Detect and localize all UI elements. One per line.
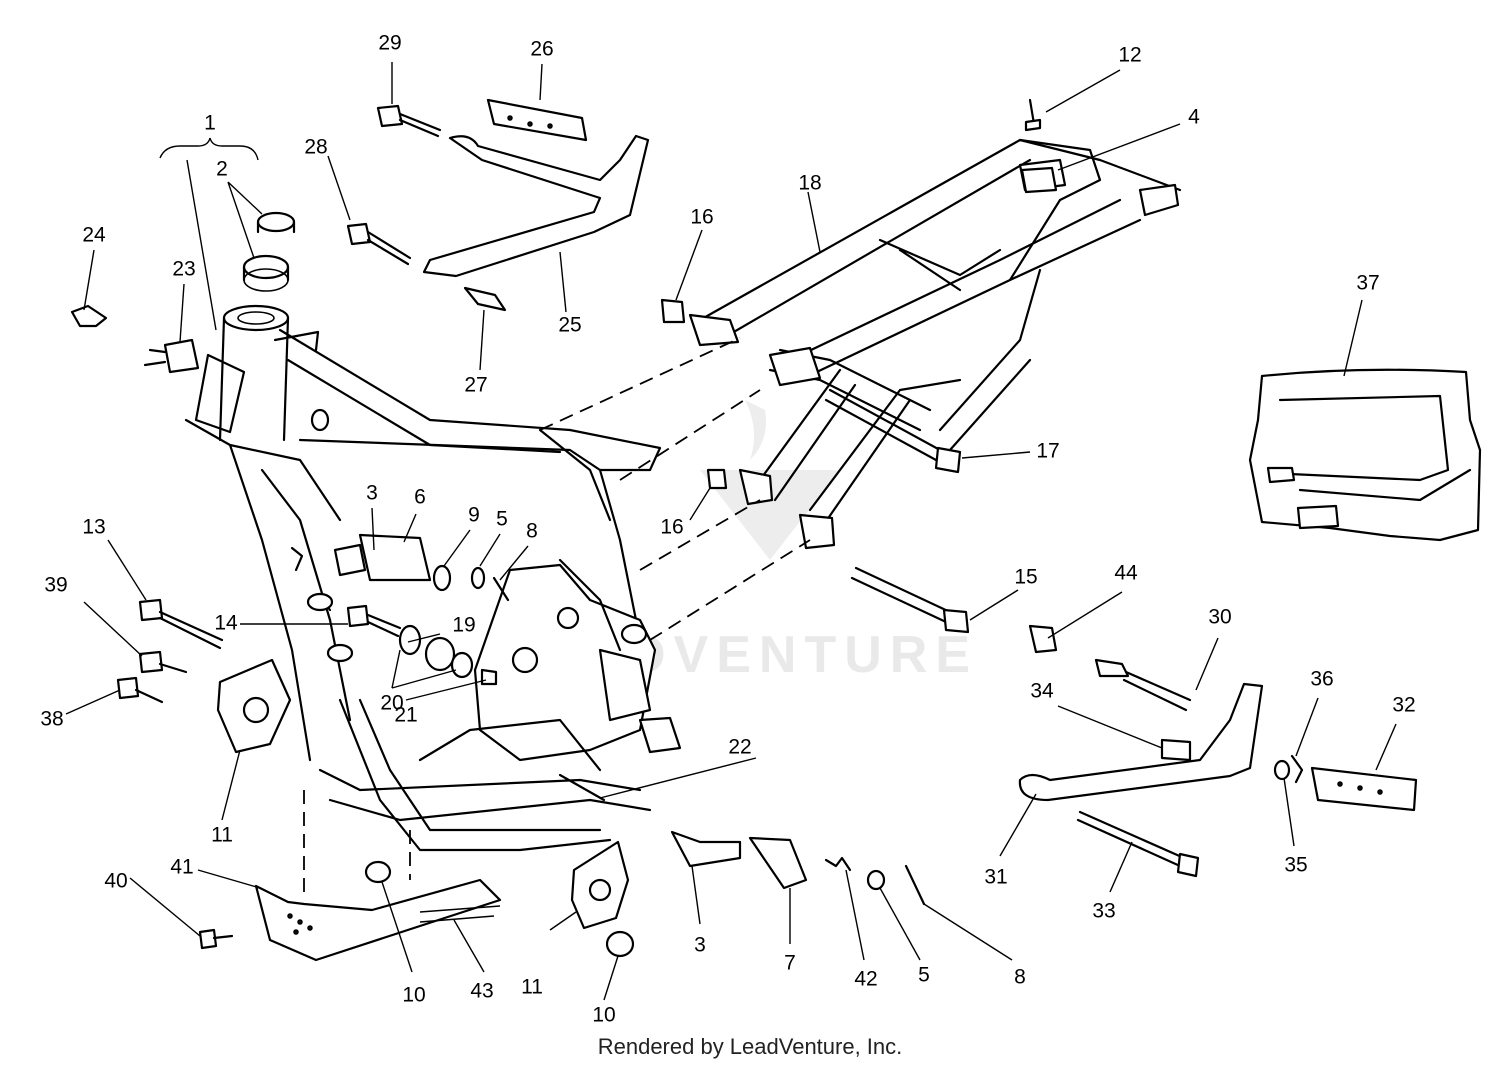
- callout-19: 19: [452, 614, 475, 637]
- callout-4: 4: [1188, 106, 1200, 129]
- callout-30: 30: [1208, 606, 1231, 629]
- callout-14: 14: [214, 612, 238, 635]
- callout-20: 20: [380, 692, 403, 715]
- callouts: 1 2 3 3 4 5 5 6 7 8 8 9 10 10 11 11 12 1…: [40, 32, 1415, 1027]
- callout-7: 7: [784, 952, 796, 975]
- subframe: [688, 138, 1182, 550]
- callout-35: 35: [1284, 854, 1307, 877]
- callout-25: 25: [558, 314, 581, 337]
- callout-3: 3: [366, 482, 378, 505]
- callout-38: 38: [40, 708, 63, 731]
- callout-16: 16: [690, 206, 713, 229]
- callout-42: 42: [854, 968, 877, 991]
- callout-10-lower: 10: [592, 1004, 615, 1027]
- callout-12: 12: [1118, 44, 1141, 67]
- callout-23: 23: [172, 258, 195, 281]
- inset-view-37: [1248, 368, 1482, 542]
- leader-lines: [65, 62, 1397, 1001]
- callout-27: 27: [464, 374, 487, 397]
- callout-16-lower: 16: [660, 516, 683, 539]
- callout-3-lower: 3: [694, 934, 706, 957]
- callout-28: 28: [304, 136, 327, 159]
- callout-2: 2: [216, 158, 228, 181]
- callout-32: 32: [1392, 694, 1415, 717]
- callout-5: 5: [496, 508, 508, 531]
- callout-31: 31: [984, 866, 1007, 889]
- callout-43: 43: [470, 980, 493, 1003]
- callout-41: 41: [170, 856, 193, 879]
- footer-credit: Rendered by LeadVenture, Inc.: [597, 1034, 903, 1059]
- callout-21: 21: [394, 704, 417, 727]
- callout-11: 11: [211, 824, 233, 847]
- callout-29: 29: [378, 32, 401, 55]
- callout-15: 15: [1014, 566, 1037, 589]
- hardware: [70, 98, 1418, 962]
- callout-22: 22: [728, 736, 751, 759]
- callout-18: 18: [798, 172, 821, 195]
- callout-36: 36: [1310, 668, 1333, 691]
- callout-44: 44: [1114, 562, 1138, 585]
- callout-17: 17: [1036, 440, 1059, 463]
- callout-39: 39: [44, 574, 67, 597]
- callout-5-lower: 5: [918, 964, 930, 987]
- callout-8: 8: [526, 520, 538, 543]
- callout-6: 6: [414, 486, 426, 509]
- callout-37: 37: [1356, 272, 1379, 295]
- callout-1: 1: [204, 112, 216, 135]
- main-frame: [184, 304, 682, 852]
- callout-13: 13: [82, 516, 105, 539]
- alignment-lines: [303, 337, 811, 900]
- callout-10: 10: [402, 984, 425, 1007]
- callout-40: 40: [104, 870, 127, 893]
- callout-24: 24: [82, 224, 106, 247]
- callout-33: 33: [1092, 900, 1115, 923]
- callout-34: 34: [1030, 680, 1054, 703]
- callout-11-lower: 11: [521, 976, 543, 999]
- callout-9: 9: [468, 504, 480, 527]
- callout-26: 26: [530, 38, 553, 61]
- callout-8-lower: 8: [1014, 966, 1026, 989]
